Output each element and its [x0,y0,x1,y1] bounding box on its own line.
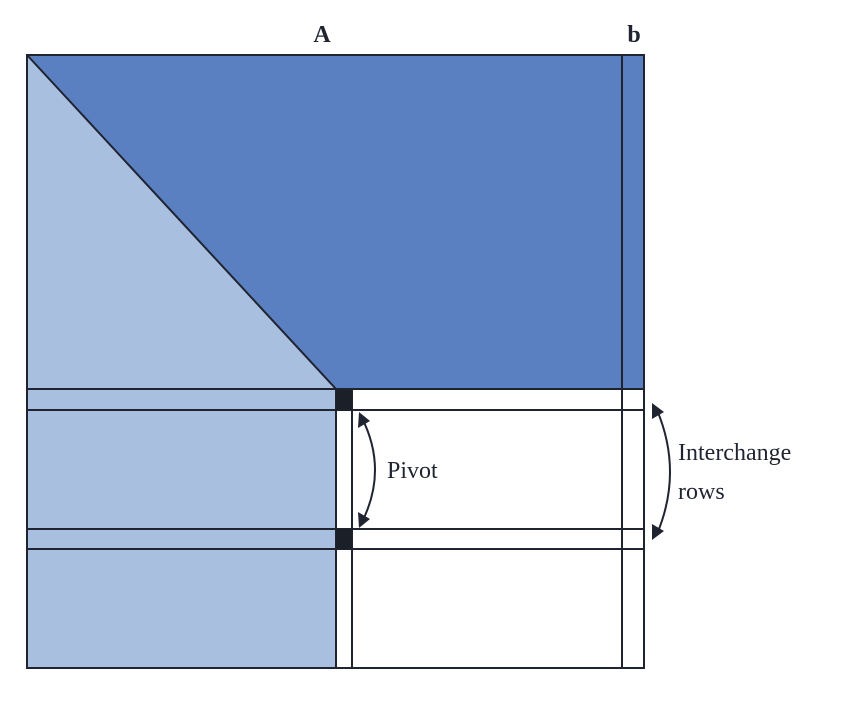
eliminated-region [27,55,336,668]
pivot-arrow-head-top [358,412,370,428]
active-upper-region [27,55,644,389]
vector-label-b: b [627,22,640,48]
diagonal-boundary [26,54,337,390]
interchange-arrow-head-bottom [652,524,664,540]
pivot-label: Pivot [387,458,438,484]
pivot-arrow [361,417,376,523]
matrix-label-A: A [313,22,331,48]
pivot-marker-current [336,390,352,410]
interchange-label-line2: rows [678,479,725,505]
pivot-marker-candidate [336,529,352,549]
pivot-arrow-head-bottom [358,512,370,528]
interchange-arrow-head-top [652,403,664,419]
interchange-arrow [656,409,671,535]
interchange-label-line1: Interchange [678,440,791,466]
